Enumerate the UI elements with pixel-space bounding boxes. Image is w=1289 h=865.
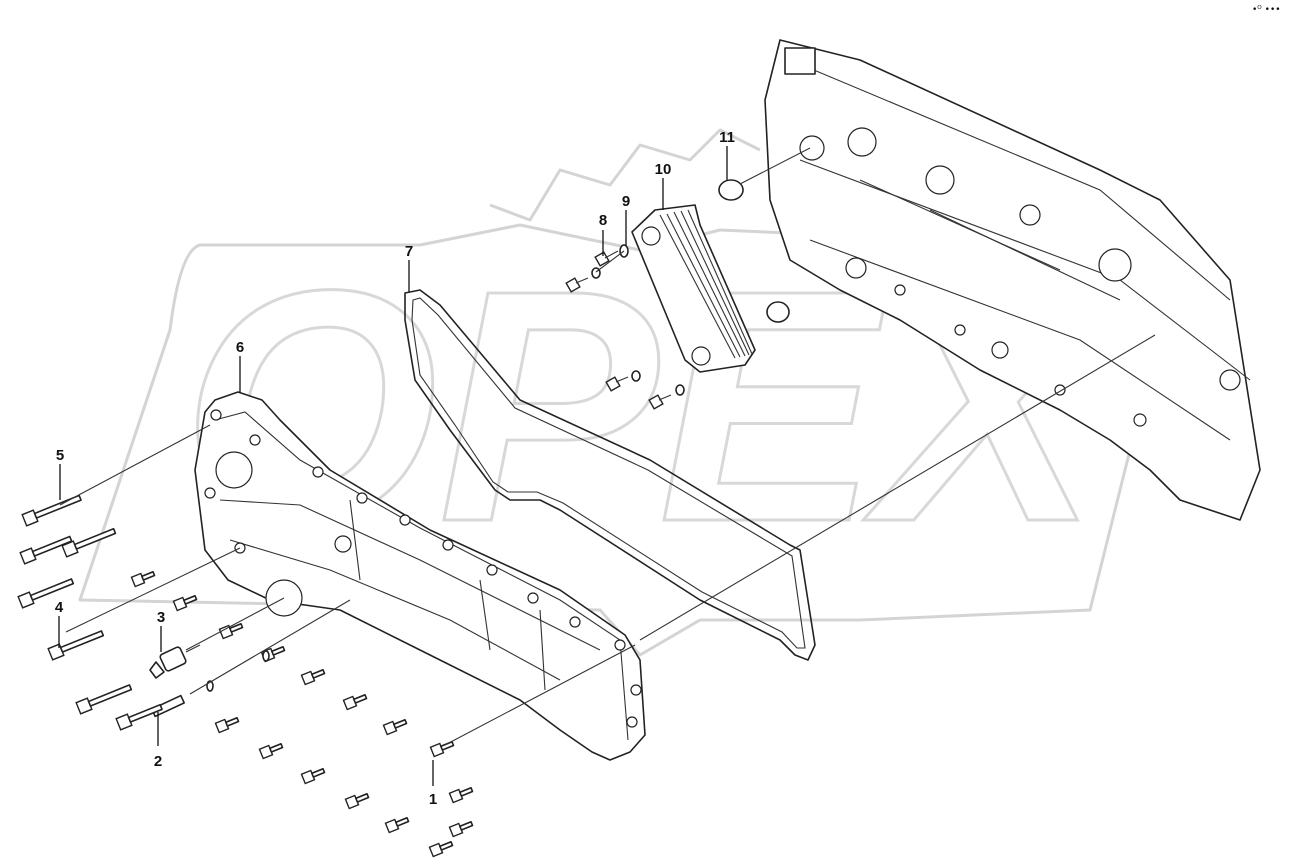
callout-3-label: 3 — [157, 609, 165, 626]
callout-11-label: 11 — [719, 129, 735, 146]
corner-mark: •ᴼ ••• — [1252, 5, 1281, 15]
callout-10-label: 10 — [655, 161, 672, 178]
callout-7-label: 7 — [405, 243, 413, 260]
long-bolts — [17, 494, 163, 731]
callout-8-label: 8 — [599, 212, 607, 229]
callout-2-label: 2 — [154, 753, 162, 770]
callout-9-label: 9 — [622, 193, 630, 210]
o-ring-lower — [766, 301, 790, 323]
callout-5: 5 — [56, 447, 64, 500]
part-3-sensor — [149, 644, 201, 679]
watermark-frame — [78, 223, 1182, 657]
callout-7: 7 — [405, 243, 413, 292]
callout-9: 9 — [622, 193, 630, 246]
assembly-lines — [59, 147, 1156, 746]
short-bolts — [130, 570, 474, 858]
callout-1-label: 1 — [429, 791, 437, 808]
callout-8: 8 — [599, 212, 607, 256]
callout-11: 11 — [719, 129, 735, 180]
callout-6: 6 — [236, 339, 244, 393]
callout-3: 3 — [157, 609, 165, 652]
callout-4-label: 4 — [55, 599, 64, 616]
engine-block — [764, 39, 1261, 521]
callout-5-label: 5 — [56, 447, 64, 464]
callout-1: 1 — [429, 760, 437, 808]
callout-6-label: 6 — [236, 339, 244, 356]
part-11-o-ring — [718, 179, 744, 201]
part-7-gasket — [404, 289, 816, 661]
callout-2: 2 — [154, 712, 162, 770]
cooler-mounting-bolts — [565, 267, 685, 410]
part-10-oil-cooler — [631, 204, 756, 373]
part-8-bolt — [594, 250, 619, 267]
callout-10: 10 — [655, 161, 672, 210]
watermark-flame — [489, 128, 761, 222]
callout-4: 4 — [55, 599, 64, 648]
washers — [206, 650, 270, 692]
